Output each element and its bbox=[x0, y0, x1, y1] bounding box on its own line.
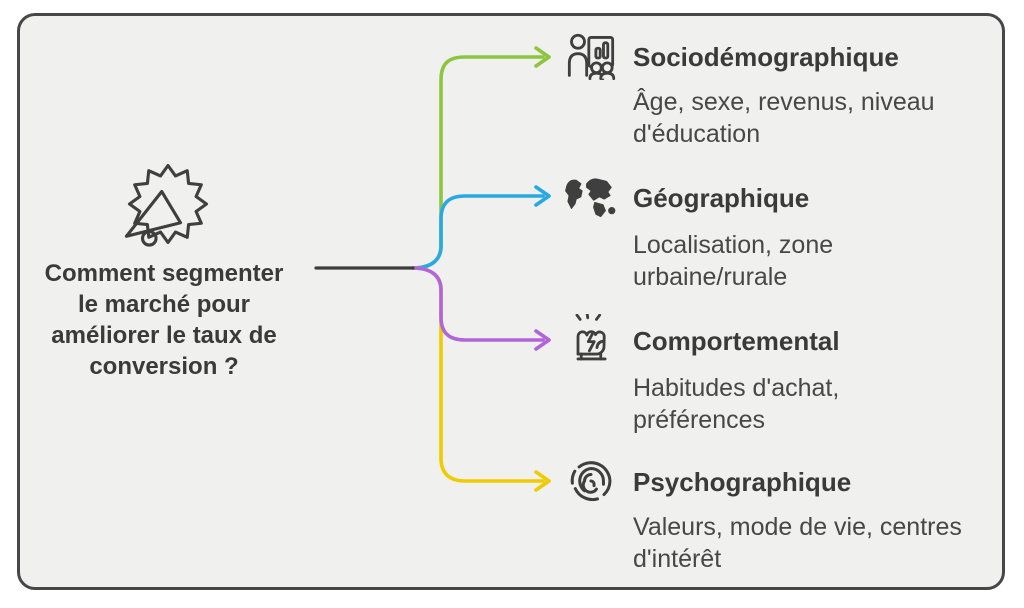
root-question: Comment segmenter le marché pour amélior… bbox=[44, 260, 284, 380]
world-map-icon bbox=[565, 178, 616, 218]
branch-title-comportemental: Comportemental bbox=[633, 326, 840, 356]
megaphone-burst-icon bbox=[124, 163, 209, 247]
branch-desc-comportemental: Habitudes d'achat, préférences bbox=[633, 374, 840, 434]
fingerprint-icon bbox=[570, 461, 612, 502]
branch-desc-sociodemographique: Âge, sexe, revenus, niveau d'éducation bbox=[633, 88, 935, 148]
branch-title-sociodemographique: Sociodémographique bbox=[633, 42, 899, 72]
megaphone-cone bbox=[124, 189, 183, 238]
raised-fist-icon bbox=[575, 314, 607, 361]
starburst-shape bbox=[127, 163, 209, 245]
presentation-audience-icon bbox=[567, 33, 616, 80]
branch-title-psychographique: Psychographique bbox=[633, 467, 852, 497]
branch-desc-geographique: Localisation, zone urbaine/rurale bbox=[633, 231, 834, 291]
branch-desc-psychographique: Valeurs, mode de vie, centres d'intérêt bbox=[633, 513, 962, 573]
megaphone-handle bbox=[140, 230, 158, 247]
branch-title-geographique: Géographique bbox=[633, 183, 810, 213]
